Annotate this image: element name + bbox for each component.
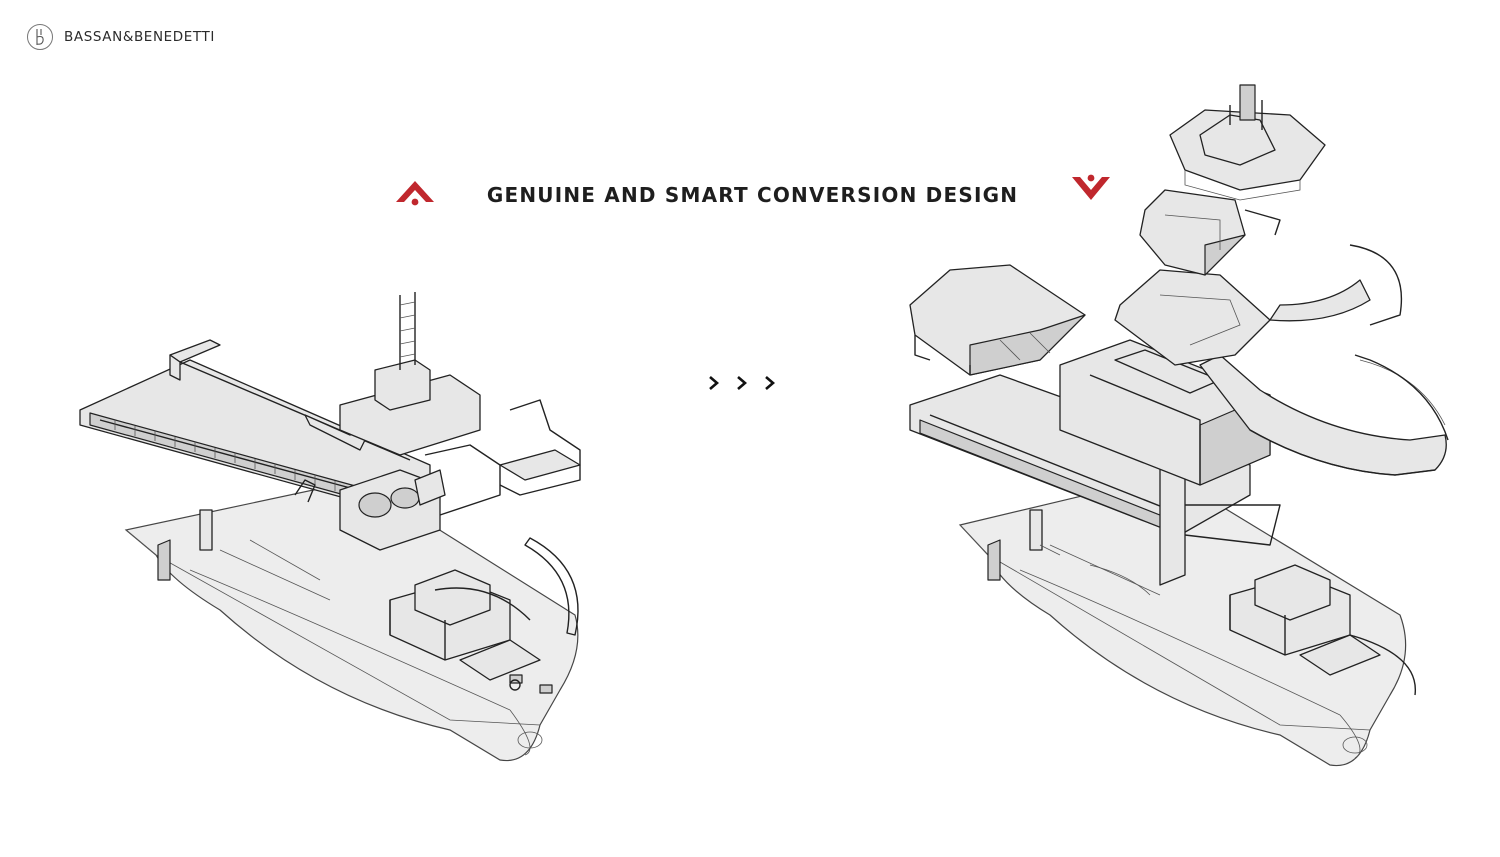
page-title: GENUINE AND SMART CONVERSION DESIGN [486, 183, 1019, 207]
red-caret-down-dot-icon [1072, 174, 1110, 200]
exploded-ship-converted-icon [909, 84, 1449, 767]
brand-logo[interactable]: BASSAN&BENEDETTI [26, 23, 215, 51]
exploded-ship-original-icon [79, 292, 581, 762]
red-caret-up-dot-icon [396, 181, 434, 206]
bb-monogram-icon [27, 24, 53, 50]
brand-name: BASSAN&BENEDETTI [64, 29, 215, 45]
triple-chevron-right-icon [709, 376, 775, 390]
